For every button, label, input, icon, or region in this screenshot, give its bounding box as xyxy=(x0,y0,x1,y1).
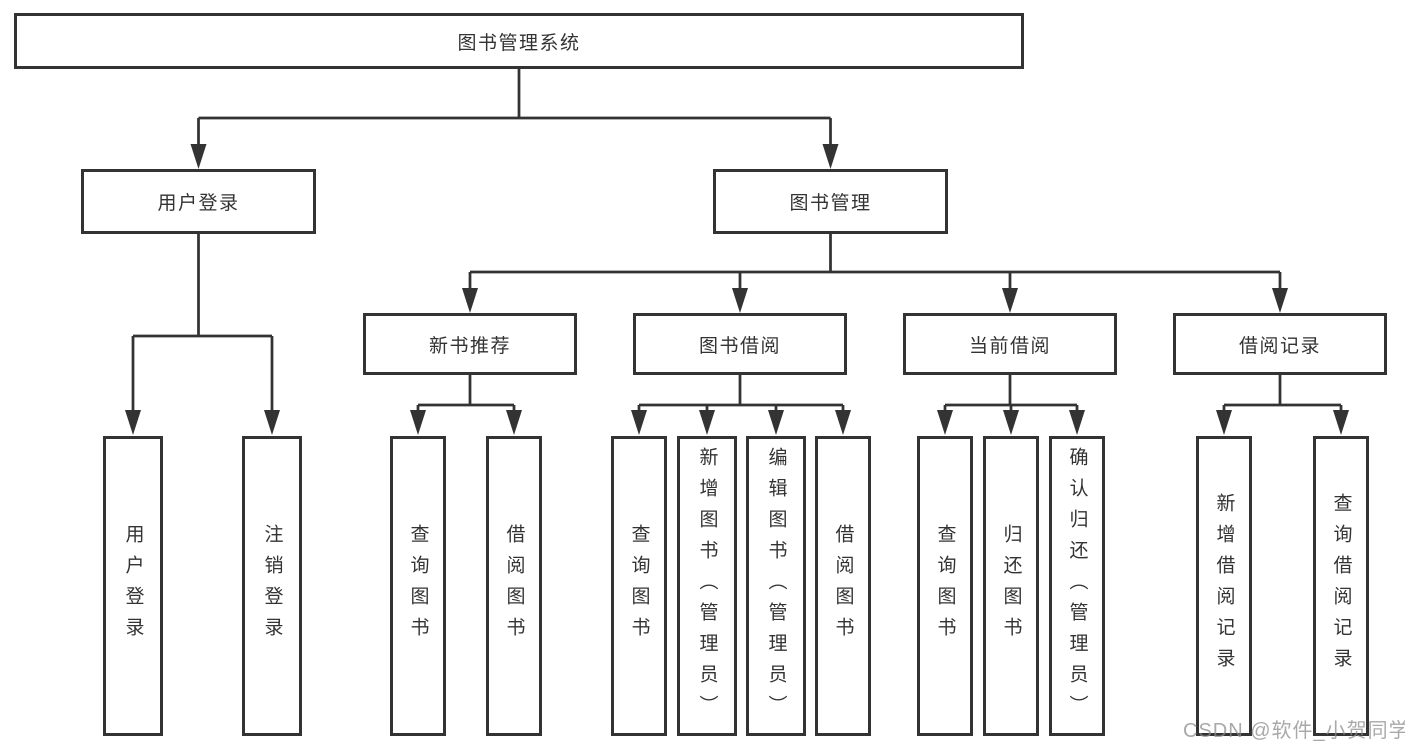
leaf-bb-add-book-label: 新增图书（管理员） xyxy=(696,446,718,726)
leaf-rec-query-book-label: 查询图书 xyxy=(407,524,429,648)
leaf-cb-query-book-label: 查询图书 xyxy=(934,524,956,648)
node-book-management-label: 图书管理 xyxy=(789,193,872,214)
leaf-bb-edit-book: 编辑图书（管理员） xyxy=(746,436,806,736)
leaf-cb-query-book: 查询图书 xyxy=(917,436,973,736)
node-new-book-recommendation-label: 新书推荐 xyxy=(428,335,511,357)
leaf-rec-query-book: 查询图书 xyxy=(390,436,446,736)
leaf-logout: 注销登录 xyxy=(242,436,302,736)
leaf-br-add-record: 新增借阅记录 xyxy=(1196,436,1252,736)
leaf-user-login: 用户登录 xyxy=(103,436,163,736)
leaf-br-add-record-label: 新增借阅记录 xyxy=(1213,493,1235,679)
leaf-rec-borrow-book: 借阅图书 xyxy=(486,436,542,736)
node-borrowing-records-label: 借阅记录 xyxy=(1238,335,1321,357)
leaf-br-query-record: 查询借阅记录 xyxy=(1313,436,1369,736)
leaf-bb-edit-book-label: 编辑图书（管理员） xyxy=(765,446,787,726)
node-book-management: 图书管理 xyxy=(713,169,948,234)
node-book-borrowing: 图书借阅 xyxy=(633,313,847,375)
csdn-watermark: CSDN @软件_小贺同学 xyxy=(1183,720,1405,742)
leaf-cb-return-book: 归还图书 xyxy=(983,436,1039,736)
leaf-cb-return-book-label: 归还图书 xyxy=(1000,524,1022,648)
leaf-logout-label: 注销登录 xyxy=(261,524,283,648)
leaf-bb-query-book-label: 查询图书 xyxy=(628,524,650,648)
leaf-cb-confirm-return-label: 确认归还（管理员） xyxy=(1066,446,1088,726)
leaf-user-login-label: 用户登录 xyxy=(122,524,144,648)
leaf-bb-query-book: 查询图书 xyxy=(611,436,667,736)
node-root-label: 图书管理系统 xyxy=(457,32,581,54)
leaf-cb-confirm-return: 确认归还（管理员） xyxy=(1049,436,1105,736)
leaf-br-query-record-label: 查询借阅记录 xyxy=(1330,493,1352,679)
node-root: 图书管理系统 xyxy=(14,13,1024,69)
node-current-borrowing-label: 当前借阅 xyxy=(968,335,1051,357)
node-user-login: 用户登录 xyxy=(81,169,316,234)
node-book-borrowing-label: 图书借阅 xyxy=(698,335,781,357)
node-current-borrowing: 当前借阅 xyxy=(903,313,1117,375)
leaf-bb-add-book: 新增图书（管理员） xyxy=(677,436,737,736)
node-new-book-recommendation: 新书推荐 xyxy=(363,313,577,375)
leaf-bb-borrow-book: 借阅图书 xyxy=(815,436,871,736)
node-borrowing-records: 借阅记录 xyxy=(1173,313,1387,375)
node-user-login-label: 用户登录 xyxy=(157,193,240,214)
leaf-bb-borrow-book-label: 借阅图书 xyxy=(832,524,854,648)
leaf-rec-borrow-book-label: 借阅图书 xyxy=(503,524,525,648)
